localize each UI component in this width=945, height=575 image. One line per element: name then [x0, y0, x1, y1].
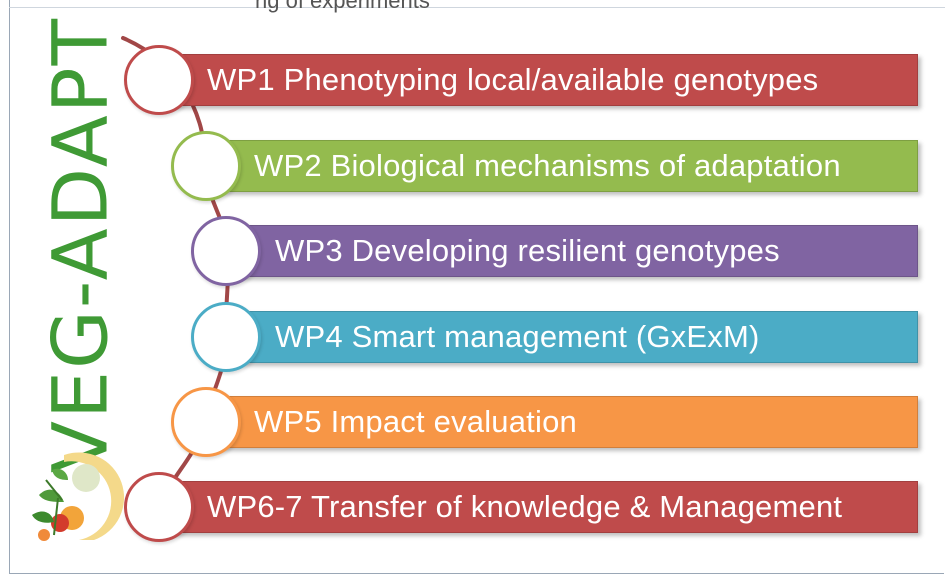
wp-ring-5 — [171, 387, 241, 457]
wp-bar-5: WP5 Impact evaluation — [208, 396, 918, 448]
wp-bar-4: WP4 Smart management (GxExM) — [228, 311, 918, 363]
wp-label-3: WP3 Developing resilient genotypes — [275, 233, 780, 268]
cut-off-heading: ng of experiments — [255, 0, 430, 13]
wp-ring-3 — [191, 216, 261, 286]
top-rule — [9, 7, 945, 8]
wp-ring-2 — [171, 131, 241, 201]
wp-label-6: WP6-7 Transfer of knowledge & Management — [207, 489, 843, 524]
wp-ring-1 — [124, 45, 194, 115]
wp-label-4: WP4 Smart management (GxExM) — [275, 319, 760, 354]
wp-bar-2: WP2 Biological mechanisms of adaptation — [208, 140, 918, 192]
wp-label-5: WP5 Impact evaluation — [254, 404, 577, 439]
wp-ring-4 — [191, 302, 261, 372]
wp-label-2: WP2 Biological mechanisms of adaptation — [254, 148, 841, 183]
wp-bar-6: WP6-7 Transfer of knowledge & Management — [160, 481, 918, 533]
wp-label-1: WP1 Phenotyping local/available genotype… — [207, 62, 819, 97]
vegetable-logo — [32, 452, 125, 541]
wp-bar-1: WP1 Phenotyping local/available genotype… — [160, 54, 918, 106]
slide-frame — [9, 0, 944, 574]
wp-bar-3: WP3 Developing resilient genotypes — [228, 225, 918, 277]
wp-ring-6 — [124, 472, 194, 542]
